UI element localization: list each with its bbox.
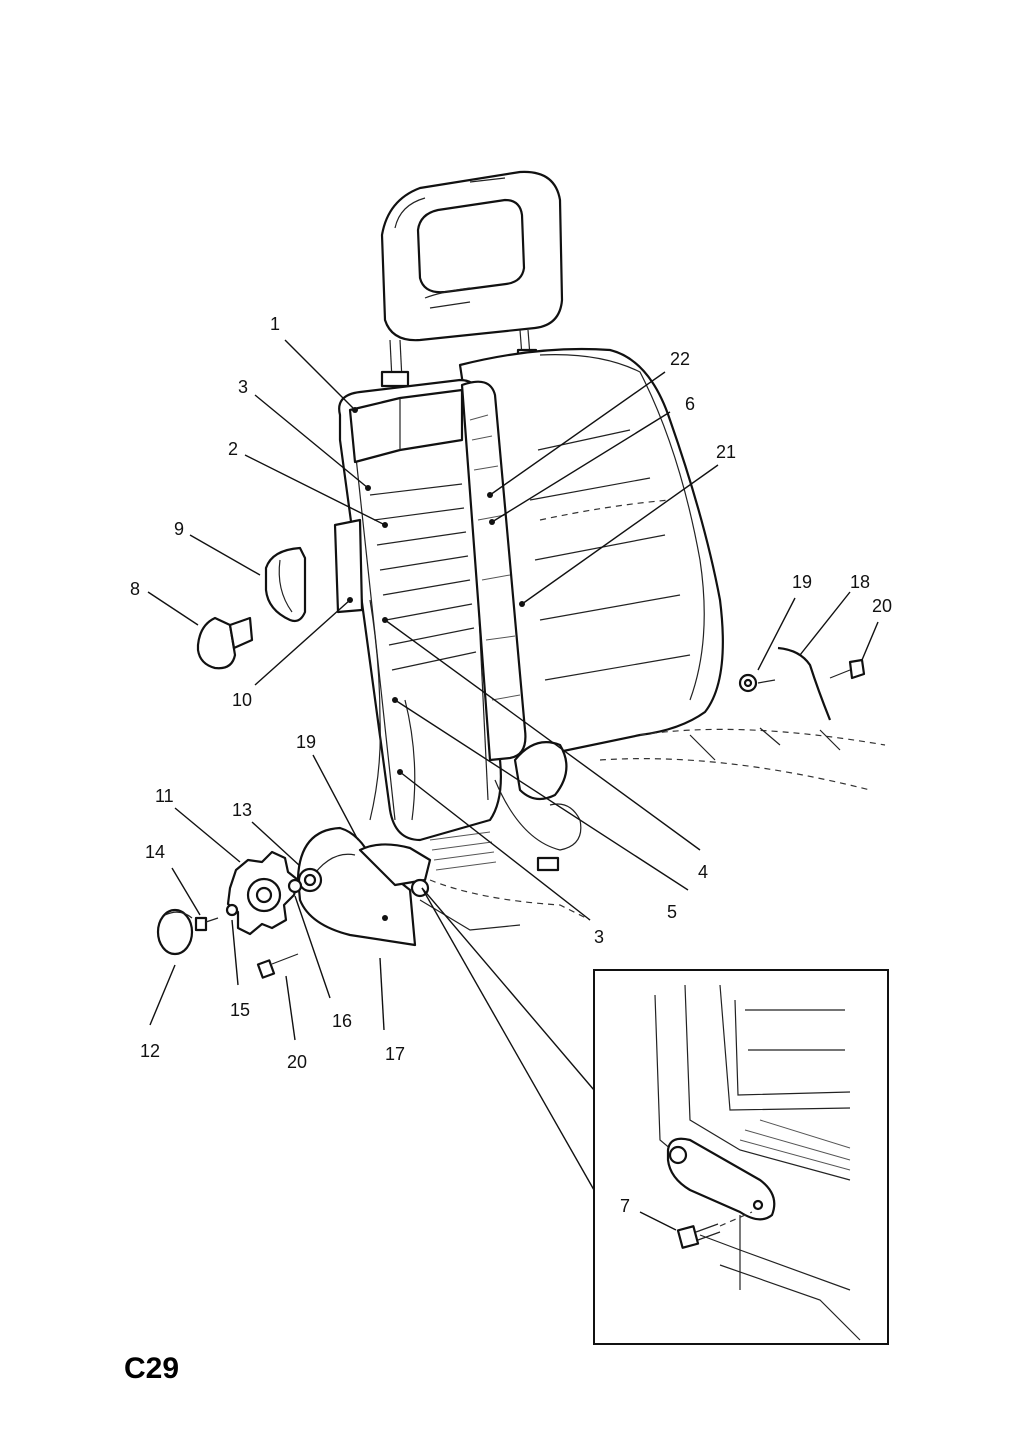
handwheel-assembly [156, 850, 323, 979]
callout-12: 12 [140, 1041, 160, 1061]
callout-20-lower: 20 [287, 1052, 307, 1072]
knob-9 [264, 546, 307, 623]
cap [156, 908, 194, 956]
callout-16: 16 [332, 1011, 352, 1031]
detail-inset [593, 969, 889, 1345]
headrest [380, 170, 564, 388]
knob-8 [196, 616, 237, 670]
callout-19-right: 19 [792, 572, 812, 592]
seat-frame [333, 378, 591, 931]
callout-19-left: 19 [296, 732, 316, 752]
recline-knobs [196, 546, 307, 670]
callout-11: 11 [155, 786, 174, 806]
leader-lines [147, 339, 879, 1231]
callout-5: 5 [667, 902, 677, 922]
page-code: C29 [124, 1352, 179, 1385]
callout-9: 9 [174, 519, 184, 539]
callout-10: 10 [232, 690, 252, 710]
callout-3-upper: 3 [238, 377, 248, 397]
callout-8: 8 [130, 579, 140, 599]
callout-7: 7 [620, 1196, 630, 1216]
callout-18: 18 [850, 572, 870, 592]
side-fixings [738, 646, 866, 721]
callout-3-lower: 3 [594, 927, 604, 947]
callout-15: 15 [230, 1000, 250, 1020]
callout-labels: 1 3 2 9 8 10 22 6 21 19 18 20 4 5 3 19 1… [130, 314, 892, 1216]
springs [369, 483, 477, 671]
callout-21: 21 [716, 442, 736, 462]
callout-13: 13 [232, 800, 252, 820]
callout-22: 22 [670, 349, 690, 369]
callout-17: 17 [385, 1044, 405, 1064]
callout-4: 4 [698, 862, 708, 882]
callout-1: 1 [270, 314, 280, 334]
callout-14: 14 [145, 842, 165, 862]
callout-20-right: 20 [872, 596, 892, 616]
callout-6: 6 [685, 394, 695, 414]
callout-2: 2 [228, 439, 238, 459]
